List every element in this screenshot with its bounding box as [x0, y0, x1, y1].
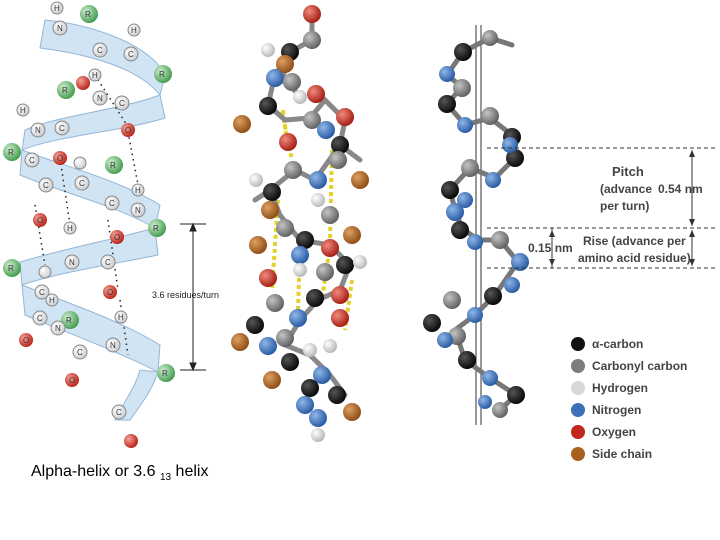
atom-label: N — [97, 94, 103, 103]
pitch-arrows — [549, 150, 695, 266]
legend-swatch — [571, 359, 585, 373]
atom-label: C — [109, 199, 115, 208]
caption-subscript: 13 — [159, 472, 172, 483]
atom-label: N — [135, 206, 141, 215]
atom-label: H — [118, 313, 124, 322]
atom-label: H — [49, 296, 55, 305]
atom-label: C — [59, 124, 65, 133]
atom-label: H — [67, 224, 73, 233]
atom-label: N — [69, 258, 75, 267]
atom-label: R — [8, 264, 14, 273]
legend-label: Side chain — [592, 447, 652, 461]
atom-label: H — [20, 106, 26, 115]
ball-and-stick-model — [231, 5, 369, 442]
rise-title: Rise (advance per — [583, 234, 686, 248]
helix-axis — [475, 25, 482, 425]
atom-label: H — [135, 186, 141, 195]
atom-label: O — [125, 126, 131, 135]
atom-label: C — [105, 258, 111, 267]
atom-label: O — [114, 233, 120, 242]
atom-label: O — [23, 336, 29, 345]
residues-per-turn-label: 3.6 residues/turn — [152, 290, 219, 300]
hydrogen-bond-dots — [34, 74, 141, 356]
atom-label: C — [116, 408, 122, 417]
legend-label: Carbonyl carbon — [592, 359, 687, 373]
atom-label: C — [39, 288, 45, 297]
ribbon-helix-diagram: H R N H C C R H R N C H C N O R C O R C … — [3, 1, 219, 448]
legend-swatch — [571, 381, 585, 395]
atom-label: R — [62, 86, 68, 95]
legend-swatch — [571, 425, 585, 439]
residue-bracket — [180, 222, 206, 372]
atom-label: N — [57, 24, 63, 33]
atom-label: C — [97, 46, 103, 55]
atom-label: O — [69, 376, 75, 385]
legend-swatch — [571, 403, 585, 417]
backbone-model: Pitch (advance per turn) 0.54 nm Rise (a… — [423, 25, 715, 425]
atom-label: C — [43, 181, 49, 190]
legend-label: Nitrogen — [592, 403, 641, 417]
atom-label: R — [8, 148, 14, 157]
legend-swatch — [571, 447, 585, 461]
caption-tail: helix — [175, 463, 209, 480]
atom-label: R — [159, 70, 165, 79]
legend-swatch — [571, 337, 585, 351]
atom-label: C — [29, 156, 35, 165]
atom-label: R — [85, 10, 91, 19]
pitch-subtitle-line2: per turn) — [600, 199, 649, 213]
atom-label: C — [77, 348, 83, 357]
legend-label: Hydrogen — [592, 381, 648, 395]
atom-label: R — [66, 316, 72, 325]
pitch-subtitle-line1: (advance — [600, 182, 652, 196]
atom-label: R — [110, 161, 116, 170]
atom-label: R — [162, 369, 168, 378]
legend-label: α-carbon — [592, 337, 643, 351]
caption-main: Alpha-helix or 3.6 — [31, 463, 156, 480]
legend-label: Oxygen — [592, 425, 636, 439]
backbone-atoms — [423, 30, 529, 418]
atom-label: H — [54, 4, 60, 13]
atom-label: O — [57, 154, 63, 163]
atom-label: O — [37, 216, 43, 225]
rise-subtitle: amino acid residue) — [578, 251, 691, 265]
atom-label: H — [131, 26, 137, 35]
pitch-title: Pitch — [612, 164, 644, 179]
atom-label: C — [79, 179, 85, 188]
figure-caption: Alpha-helix or 3.6 13 helix — [31, 463, 208, 483]
atom-nodes: H R N H C C R H R N C H C N O R C O R C … — [3, 1, 175, 448]
atom-label: C — [128, 50, 134, 59]
atom-label: N — [55, 324, 61, 333]
atom-label: C — [119, 99, 125, 108]
atom-label: N — [35, 126, 41, 135]
atom-label: R — [153, 224, 159, 233]
atoms-3d — [231, 5, 369, 442]
atom-label: O — [107, 288, 113, 297]
atom-label: N — [110, 341, 116, 350]
atom-label: H — [92, 71, 98, 80]
atom-label: C — [37, 314, 43, 323]
rise-value: 0.15 nm — [528, 241, 573, 255]
pitch-value: 0.54 nm — [658, 182, 703, 196]
